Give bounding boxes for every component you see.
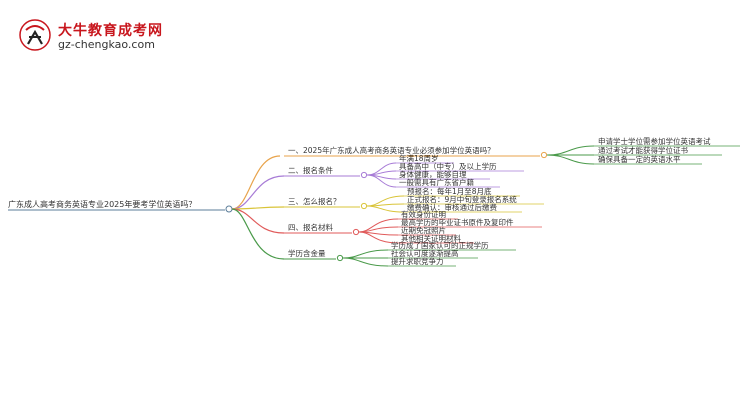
- branch-1-child-2: 通过考试才能获得学位证书: [598, 145, 688, 155]
- branch-4-label: 四、报名材料: [288, 222, 333, 232]
- branch-5-child-1: 学历成了国家认可的正规学历: [391, 240, 489, 250]
- branch-2-child-4: 一般需具有广东省户籍: [399, 177, 474, 187]
- branch-2-child-1: 年满18周岁: [399, 153, 439, 163]
- branch-2-child-3: 身体健康，能够自理: [399, 169, 467, 179]
- branch-3-child-1: 预报名：每年1月至8月底: [407, 186, 492, 196]
- branch-4-child-2: 最高学历的毕业证书原件及复印件: [401, 217, 514, 227]
- branch-3-child-2: 正式报名：9月中旬登录报名系统: [407, 194, 517, 204]
- branch-4-child-3: 近期免冠照片: [401, 225, 446, 235]
- branch-3-label: 三、怎么报名？: [288, 196, 341, 206]
- branch-1-child-1: 申请学士学位需参加学位英语考试: [598, 136, 711, 146]
- branch-2-child-2: 具备高中（中专）及以上学历: [399, 161, 497, 171]
- branch-2-label: 二、报名条件: [288, 165, 333, 175]
- branch-1-child-3: 确保具备一定的英语水平: [598, 154, 681, 164]
- branch-4-child-4: 其他相关证明材料: [401, 233, 461, 243]
- branch-3-child-3: 缴费确认：审核通过后缴费: [407, 202, 497, 212]
- logo-icon: [19, 19, 51, 51]
- brand-url: gz-chengkao.com: [58, 38, 155, 51]
- branch-1-label: 一、2025年广东成人高考商务英语专业必须参加学位英语吗？: [288, 145, 495, 155]
- branch-5-label: 学历含金量: [288, 248, 326, 258]
- mindmap-root: 广东成人高考商务英语专业2025年要考学位英语吗？: [8, 199, 196, 209]
- brand-title: 大牛教育成考网: [58, 23, 163, 39]
- branch-4-child-1: 有效身份证明: [401, 209, 446, 219]
- branch-5-child-3: 提升求职竞争力: [391, 256, 444, 266]
- branch-5-child-2: 社会认可度逐渐提高: [391, 248, 459, 258]
